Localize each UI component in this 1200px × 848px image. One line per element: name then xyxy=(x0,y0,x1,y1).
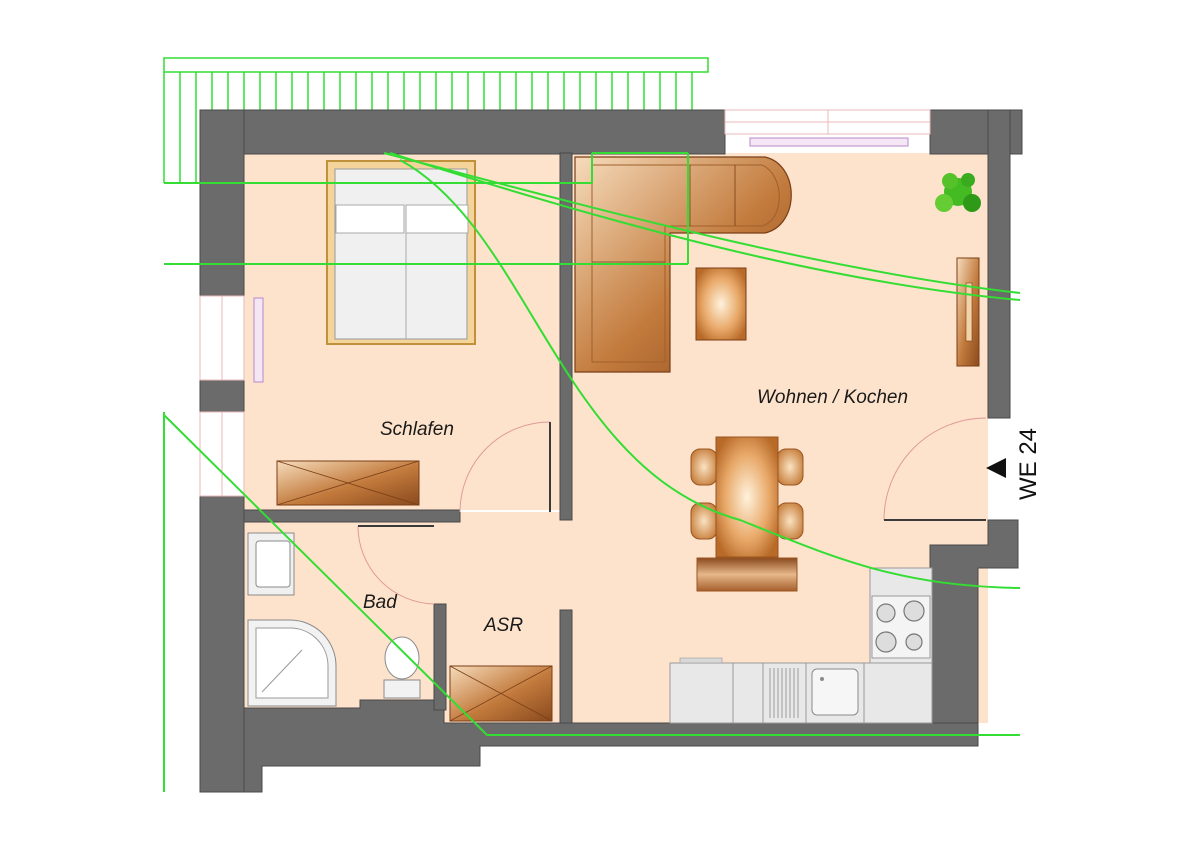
balcony-railing xyxy=(163,57,709,183)
toilet xyxy=(383,636,421,699)
kitchen xyxy=(669,567,933,724)
kitchen-drainer xyxy=(769,668,799,718)
bed-pillow-left xyxy=(335,204,405,234)
wardrobe-schlafen xyxy=(276,460,420,506)
wall-left-lower xyxy=(199,495,245,793)
bench xyxy=(696,557,798,592)
door-schlafen-arc xyxy=(459,421,551,513)
dining-set xyxy=(690,436,804,592)
bathroom-fixtures xyxy=(247,532,421,707)
radiator-left xyxy=(253,297,264,383)
room-label-schlafen: Schlafen xyxy=(380,419,454,440)
chair-left-bottom xyxy=(690,502,718,540)
wardrobe-asr xyxy=(449,665,553,722)
kitchen-sink xyxy=(811,668,859,716)
coffee-table xyxy=(695,267,747,341)
wall-top-left xyxy=(199,109,726,155)
wall-partition-vertical-lower xyxy=(559,609,573,724)
radiator-top xyxy=(749,137,909,147)
windows xyxy=(199,109,931,497)
wall-partition-horizontal xyxy=(243,509,461,523)
door-leaves xyxy=(358,422,986,527)
room-label-wohnen-kochen: Wohnen / Kochen xyxy=(757,387,908,408)
wall-right-lower xyxy=(929,519,1019,724)
dining-table xyxy=(715,436,779,558)
cooktop-burners xyxy=(875,600,925,653)
door-entrance-arc xyxy=(883,417,987,521)
bed xyxy=(326,160,476,345)
wall-left-upper xyxy=(199,109,245,297)
sofa xyxy=(574,156,792,373)
plant xyxy=(935,173,981,212)
doors xyxy=(357,417,987,605)
labels: Schlafen Wohnen / Kochen Bad ASR WE 24 xyxy=(363,387,1042,636)
bed-mattress xyxy=(334,168,468,340)
kitchen-counter xyxy=(669,662,933,724)
overlay-lines xyxy=(163,152,1021,792)
wall-left-pier xyxy=(199,379,245,413)
unit-label: WE 24 xyxy=(1015,428,1042,500)
bed-pillow-right xyxy=(405,204,469,234)
chair-right-bottom xyxy=(776,502,804,540)
wall-partition-vertical-upper xyxy=(559,152,573,521)
chair-left-top xyxy=(690,448,718,486)
door-bad-arc xyxy=(357,525,435,605)
room-label-asr: ASR xyxy=(483,615,523,636)
entrance-arrow-icon xyxy=(986,458,1006,478)
chair-right-top xyxy=(776,448,804,486)
room-label-bad: Bad xyxy=(363,592,398,613)
wall-partition-bad-asr xyxy=(433,603,447,711)
tv-sideboard xyxy=(956,257,980,367)
wall-right-upper xyxy=(987,109,1011,419)
radiators xyxy=(253,137,909,383)
